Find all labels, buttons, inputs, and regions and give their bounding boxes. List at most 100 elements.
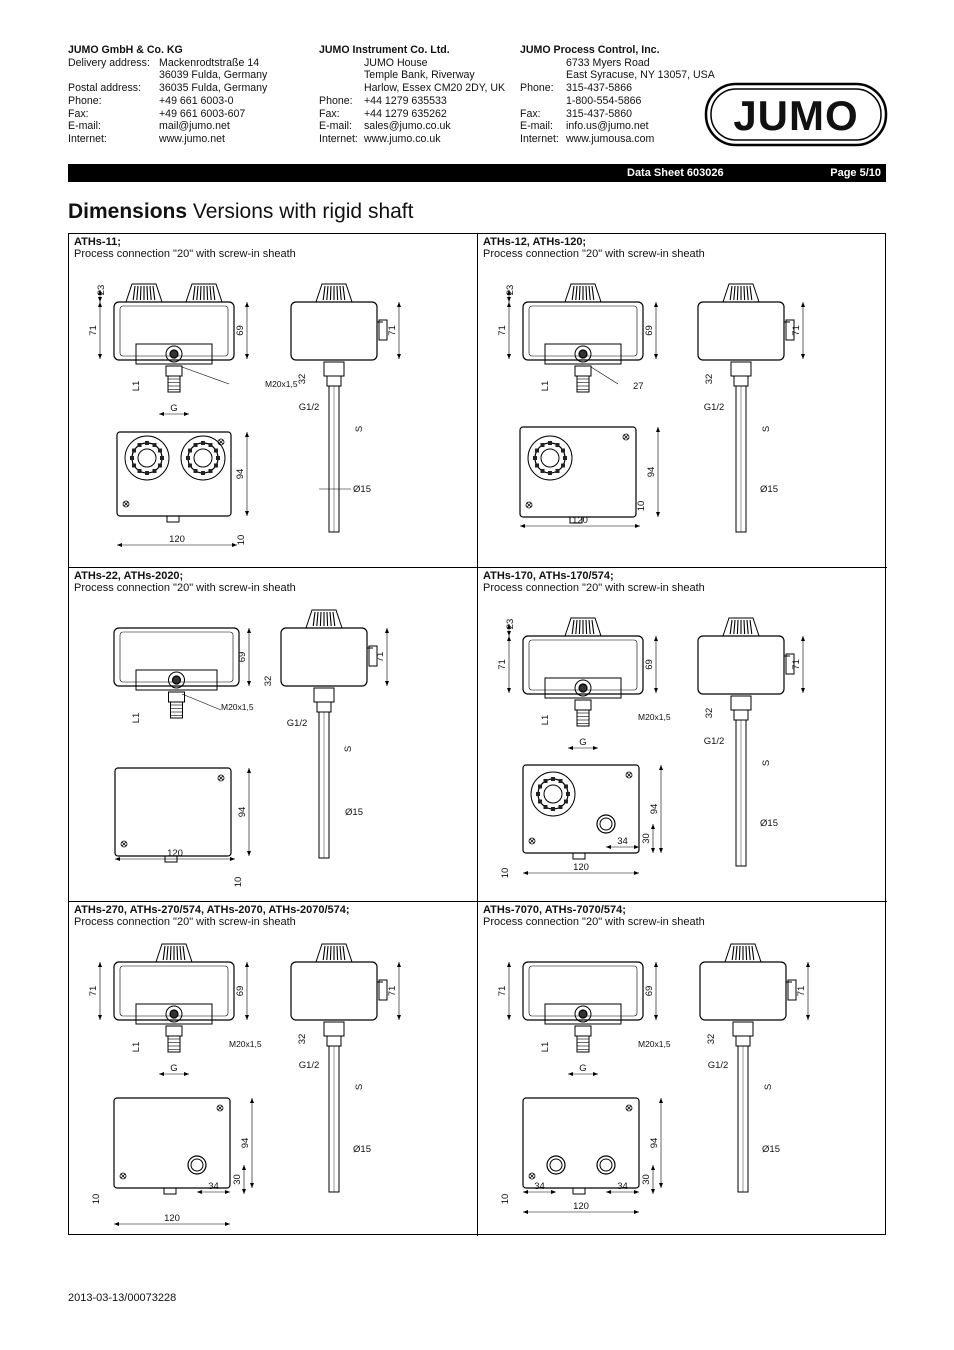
drawing-line [329, 611, 332, 627]
dimension-label: G1/2 [704, 402, 725, 413]
drawing-line [729, 285, 733, 301]
address-value: +49 661 6003-607 [159, 107, 246, 120]
address-line: 36039 Fulda, Germany [68, 69, 267, 82]
drawing-circle [528, 1172, 536, 1180]
address-value: +44 1279 635533 [364, 94, 447, 107]
dial-notch [145, 441, 149, 445]
drawing-line [731, 945, 735, 961]
dimension-arrow [245, 302, 249, 307]
drawing-outline [166, 515, 180, 523]
address-label: Phone: [68, 94, 102, 107]
drawing-outline [323, 1021, 345, 1037]
dimension-arrow [397, 302, 401, 307]
drawing-line [326, 945, 329, 961]
drawing-line [578, 619, 581, 635]
drawing-line [738, 945, 741, 961]
drawing-circle [543, 784, 563, 804]
drawing-line [529, 1173, 535, 1179]
address-usa: JUMO Process Control, Inc.6733 Myers Roa… [520, 44, 715, 146]
dimension-arrow [654, 354, 658, 359]
dimension-arrow [523, 871, 528, 875]
drawing-line [746, 285, 749, 301]
drawing-circle [124, 435, 170, 481]
page-title: Dimensions Versions with rigid shaft [68, 199, 413, 225]
dimension-label: 23 [505, 285, 516, 296]
dimension-label: 27 [633, 381, 644, 392]
dimension-label: 69 [235, 325, 246, 336]
drawing-circle [165, 345, 183, 363]
dial-notch [548, 471, 552, 475]
dial-notch [551, 777, 555, 781]
drawing-line [339, 285, 342, 301]
dial-notch [551, 807, 555, 811]
dimension-label: 71 [497, 659, 508, 670]
drawing-circle [530, 771, 576, 817]
drawing-line [751, 945, 755, 961]
dimension-label: G [579, 737, 586, 748]
dimension-label: 94 [649, 1138, 660, 1149]
address-line: Phone:+49 661 6003-0 [68, 95, 267, 108]
drawing-outline [699, 961, 787, 1021]
drawing-outline [165, 365, 183, 377]
dimension-label: 120 [573, 1201, 589, 1212]
drawing-line [736, 619, 739, 635]
drawing-outline [113, 301, 235, 361]
drawing-line [743, 285, 746, 301]
drawing-circle [537, 778, 569, 810]
dimension-arrow [606, 845, 611, 849]
dial-notch [540, 468, 545, 473]
cell-title: ATHs-11; [74, 236, 121, 248]
dimension-arrow [98, 302, 102, 307]
dimension-label: 120 [573, 862, 589, 873]
drawing-line [329, 945, 332, 961]
dimension-label: L1 [131, 713, 142, 724]
drawing-outline [572, 1187, 586, 1195]
cell-subtitle: Process connection "20" with screw-in sh… [74, 582, 296, 594]
dimension-arrow [523, 1210, 528, 1214]
jumo-logo: JUMO [704, 82, 888, 147]
dial-notch [186, 456, 190, 460]
dial-notch [555, 443, 560, 448]
drawing-circle [574, 345, 592, 363]
dial-notch [213, 448, 218, 453]
cell-subtitle: Process connection "20" with screw-in sh… [74, 248, 296, 260]
address-label: Internet: [68, 132, 107, 145]
cell-aths-11: ATHs-11; Process connection "20" with sc… [69, 234, 478, 568]
dimension-grid: ATHs-11; Process connection "20" with sc… [68, 233, 887, 1236]
address-line: Fax:315-437-5860 [520, 108, 715, 121]
address-label: Delivery address: [68, 56, 150, 69]
dimension-label: L1 [131, 381, 142, 392]
cell-aths-170: ATHs-170, ATHs-170/574; Process connecti… [478, 568, 887, 902]
dimension-arrow [250, 1183, 254, 1188]
cell-subtitle: Process connection "20" with screw-in sh… [483, 582, 705, 594]
dimension-label: 71 [387, 986, 398, 997]
dial-notch [188, 463, 193, 468]
drawing-outline [116, 431, 232, 517]
dial-notch [538, 784, 543, 789]
dial-notch [145, 471, 149, 475]
address-line: Temple Bank, Riverway [319, 69, 505, 82]
address-label: Internet: [319, 132, 358, 145]
drawing-outline [576, 375, 590, 393]
drawing-line [529, 838, 535, 844]
drawing-circle [216, 1104, 224, 1112]
drawing-circle [599, 1158, 613, 1172]
dimension-arrow [385, 681, 389, 686]
drawing-line [588, 619, 591, 635]
drawing-circle [625, 771, 633, 779]
drawing-outline [326, 375, 342, 387]
dimension-label: L1 [540, 381, 551, 392]
cell-aths-22: ATHs-22, ATHs-2020; Process connection "… [69, 568, 478, 902]
address-label: E-mail: [68, 120, 101, 133]
dimension-label: M20x1,5 [229, 1039, 262, 1049]
dimension-arrow [801, 636, 805, 641]
dimension-label: M20x1,5 [638, 712, 671, 722]
drawing-outline [114, 767, 232, 857]
drawing-outline [167, 375, 181, 393]
address-label [68, 69, 159, 82]
drawing-outline [730, 695, 752, 711]
dimension-arrow [250, 1098, 254, 1103]
data-sheet-number: Data Sheet 603026 [627, 167, 724, 179]
